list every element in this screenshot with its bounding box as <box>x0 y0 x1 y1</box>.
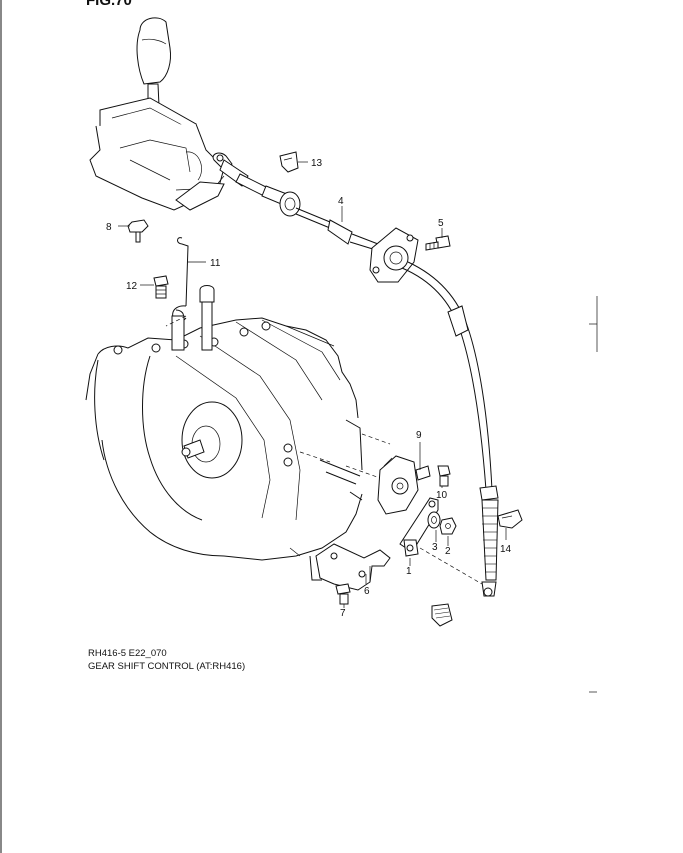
callout-7: 7 <box>340 608 346 619</box>
diagram-code: RH416-5 E22_070 <box>88 648 167 659</box>
part-12-bolt <box>153 275 169 299</box>
part-6-bracket <box>315 543 391 591</box>
callout-8: 8 <box>106 222 112 233</box>
callout-4: 4 <box>338 196 344 207</box>
margin-marks <box>589 296 598 693</box>
callout-5: 5 <box>438 218 444 229</box>
part-1-shift-lever <box>399 497 439 557</box>
callout-11: 11 <box>210 258 221 269</box>
part-8-nut <box>127 219 149 243</box>
callout-13: 13 <box>311 158 323 169</box>
part-4-selector-cable <box>212 152 499 597</box>
callout-3: 3 <box>432 542 438 553</box>
diagram-title: GEAR SHIFT CONTROL (AT:RH416) <box>88 661 246 672</box>
callout-leaders <box>118 161 507 608</box>
part-11-clip <box>172 237 189 323</box>
callout-10: 10 <box>436 490 448 501</box>
callout-6: 6 <box>364 586 370 597</box>
callout-9: 9 <box>416 430 422 441</box>
callout-2: 2 <box>445 546 451 557</box>
part-13-clip <box>279 151 299 173</box>
selector-lever-assembly <box>89 17 225 211</box>
transmission-case <box>85 285 391 581</box>
figure-label: FIG.70 <box>86 0 132 9</box>
front-arrow-icon <box>431 603 453 627</box>
callout-12: 12 <box>126 281 138 292</box>
part-3-washer <box>427 511 441 529</box>
part-2-nut <box>439 517 457 535</box>
callout-14: 14 <box>500 544 512 555</box>
callout-1: 1 <box>406 566 412 577</box>
part-9-inhibitor-switch <box>377 455 431 515</box>
part-14-clip <box>497 509 523 529</box>
callout-labels: 1 2 3 4 5 6 7 8 9 10 11 12 13 14 <box>106 158 512 619</box>
part-10-bolt <box>437 465 451 487</box>
part-5-bolt <box>425 235 451 251</box>
part-7-bolt <box>335 583 351 605</box>
